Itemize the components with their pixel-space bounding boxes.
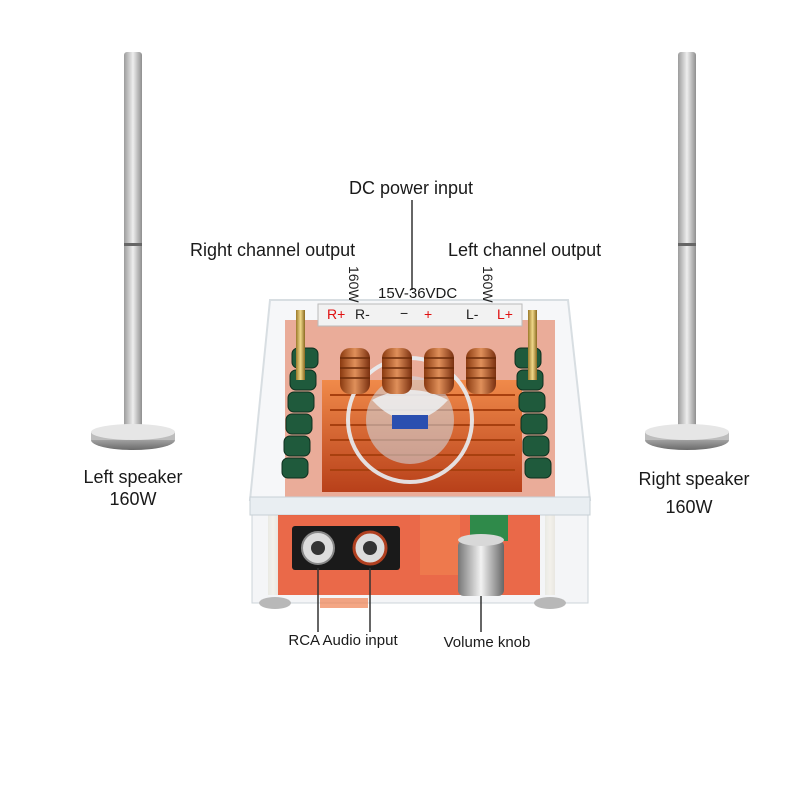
callout-lines [317, 200, 482, 632]
terminal-plus: + [424, 306, 433, 322]
amplifier-board [248, 299, 592, 609]
left-power-label: 160W [480, 266, 496, 303]
left-speaker-label: Left speaker [83, 467, 183, 487]
terminal-minus: − [400, 305, 409, 321]
left-channel-label: Left channel output [448, 240, 602, 260]
left-speaker-watt: 160W [109, 489, 157, 509]
rca-input-label: RCA Audio input [288, 632, 398, 649]
terminal-r-plus: R+ [327, 306, 346, 322]
right-power-label: 160W [346, 266, 362, 303]
voltage-label: 15V-36VDC [378, 285, 458, 302]
left-speaker [91, 52, 175, 450]
terminal-r-minus: R- [355, 306, 370, 322]
right-speaker-watt: 160W [665, 497, 713, 517]
dc-power-label: DC power input [348, 178, 474, 198]
volume-knob-label: Volume knob [443, 634, 531, 651]
terminal-l-minus: L- [466, 306, 479, 322]
right-speaker [645, 52, 729, 450]
right-channel-label: Right channel output [190, 240, 356, 260]
right-speaker-label: Right speaker [638, 469, 750, 489]
terminal-l-plus: L+ [497, 306, 513, 322]
